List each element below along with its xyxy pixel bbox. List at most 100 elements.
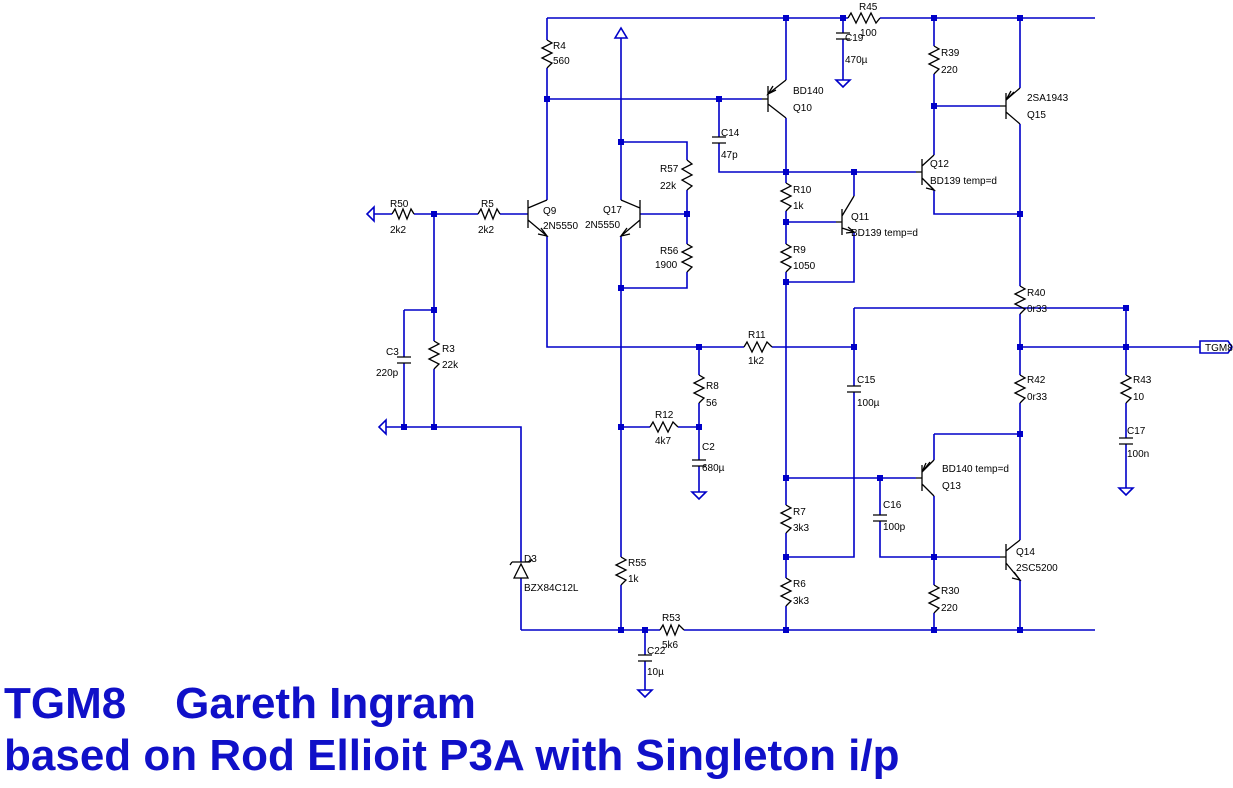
label-c22-ref: C22 [647,646,666,657]
label-r30-ref: R30 [941,586,960,597]
label-r7-value: 3k3 [793,523,810,534]
label-c14-value: 47p [721,150,738,161]
diode-d3 [509,558,533,579]
resistor-r8-icon [692,374,706,404]
label-r45-ref: R45 [859,2,878,13]
label-r9-ref: R9 [793,245,806,256]
capacitors [397,32,1133,662]
resistor-r5-icon [477,207,501,221]
label-r43-value: 10 [1133,392,1145,403]
label-r45-value: 100 [860,28,877,39]
label-q14-value: 2SC5200 [1016,563,1058,574]
label-r6-value: 3k3 [793,596,810,607]
resistor-r42-icon [1013,374,1027,404]
label-r12-value: 4k7 [655,436,672,447]
label-c16-value: 100p [883,522,906,533]
label-r39-ref: R39 [941,48,960,59]
label-q12-value: BD139 temp=d [930,176,997,187]
label-c3-value: 220p [376,368,399,379]
zener-diode-icon [509,558,533,579]
resistor-r50-icon [391,207,415,221]
resistor-r3-icon [427,340,441,370]
schematic-title: TGM8 Gareth Ingram [4,679,476,728]
label-r56-ref: R56 [660,246,679,257]
resistor-r55-icon [614,556,628,586]
label-r42-value: 0r33 [1027,392,1047,403]
label-r40-ref: R40 [1027,288,1046,299]
label-c16-ref: C16 [883,500,902,511]
net-flag-icon [1199,340,1233,354]
label-c3-ref: C3 [386,347,399,358]
resistor-r7-icon [779,504,793,534]
label-r8-value: 56 [706,398,718,409]
label-d3-value: BZX84C12L [524,583,579,594]
transistor-q17-icon [619,199,641,238]
label-r55-ref: R55 [628,558,647,569]
label-q11-ref: Q11 [851,212,870,223]
label-r43-ref: R43 [1133,375,1152,386]
label-c17-value: 100n [1127,449,1149,460]
schematic-subtitle: based on Rod Ellioit P3A with Singleton … [4,731,900,780]
resistor-r45-icon [847,11,881,25]
label-c2-value: 680µ [702,463,725,474]
transistor-q11-icon [836,195,856,235]
resistors [391,11,1133,637]
label-d3-ref: D3 [524,554,537,565]
power-symbols: TGM8 [365,26,1233,699]
label-r11-value: 1k2 [748,356,765,367]
label-q9-value: 2N5550 [543,221,578,232]
ground-icon [377,418,387,436]
label-r11-ref: R11 [748,330,766,341]
label-r5-ref: R5 [481,199,494,210]
label-c14-ref: C14 [721,128,740,139]
label-r10-ref: R10 [793,185,812,196]
label-r40-value: 0r33 [1027,304,1047,315]
capacitor-c19-icon [836,32,850,40]
label-c15-ref: C15 [857,375,876,386]
resistor-r40-icon [1013,285,1027,315]
supply-arrow-icon [613,26,629,39]
capacitor-c16-icon [873,514,887,522]
resistor-r9-icon [779,243,793,273]
label-r53-value: 5k6 [662,640,679,651]
transistor-q13-icon [916,459,935,497]
label-r7-ref: R7 [793,507,806,518]
transistor-q12-icon [916,154,937,192]
label-r5-value: 2k2 [478,225,495,236]
junctions [401,15,1129,633]
label-q13-value: BD140 temp=d [942,464,1009,475]
transistor-q15-icon [1000,87,1021,125]
resistor-r11-icon [743,340,773,354]
label-q15-ref: Q15 [1027,110,1046,121]
resistor-r56-icon [680,243,694,273]
label-q17-value: 2N5550 [585,220,620,231]
label-q13-ref: Q13 [942,481,961,492]
label-c15-value: 100µ [857,398,880,409]
label-q11-value: BD139 temp=d [851,228,918,239]
label-q10-value: BD140 [793,86,824,97]
transistors [527,79,1022,582]
label-c17-ref: C17 [1127,426,1146,437]
label-r9-value: 1050 [793,261,816,272]
label-r10-value: 1k [793,201,805,212]
transistor-q9-icon [527,199,549,238]
label-r6-ref: R6 [793,579,806,590]
resistor-r53-icon [659,623,685,637]
resistor-r12-icon [649,420,679,434]
resistor-r4-icon [540,39,554,69]
label-r4-value: 560 [553,56,570,67]
resistor-r43-icon [1119,374,1133,404]
ground-icon [636,689,654,699]
label-c22-value: 10µ [647,667,664,678]
capacitor-c22-icon [638,654,652,662]
resistor-r6-icon [779,577,793,607]
label-r4-ref: R4 [553,41,566,52]
label-r39-value: 220 [941,65,958,76]
label-r3-value: 22k [442,360,459,371]
resistor-r57-icon [680,159,694,191]
ground-icon [365,205,375,223]
capacitor-c17-icon [1119,437,1133,445]
label-r56-value: 1900 [655,260,678,271]
label-r55-value: 1k [628,574,640,585]
